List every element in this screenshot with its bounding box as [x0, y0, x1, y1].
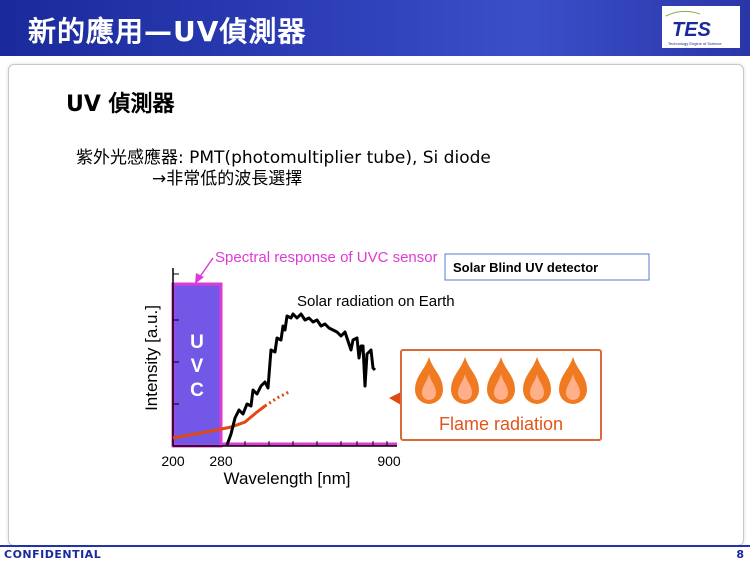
x-tick-200: 200 [161, 453, 185, 469]
content-panel [8, 64, 744, 546]
page-title: 新的應用—UV偵測器 [28, 15, 307, 48]
flame-icon [530, 374, 544, 400]
flame-curve-dotted [264, 390, 290, 408]
uvc-letter-c: C [190, 380, 204, 401]
x-ticks [244, 441, 388, 446]
tes-logo: TES Technology Engine of Science [662, 6, 740, 48]
detector-box [444, 253, 650, 281]
uv-spectrum-chart: U V C Flame radiation Spectral response [142, 249, 650, 488]
y-ticks [173, 273, 179, 405]
sensor-annotation-line [198, 257, 214, 279]
header-bar: 新的應用—UV偵測器 TES Technology Engine of Scie… [0, 0, 750, 56]
flame-label: Flame radiation [439, 414, 563, 434]
flame-icon [458, 374, 472, 400]
flame-icon [566, 374, 580, 400]
sensor-description: 紫外光感應器: PMT(photomultiplier tube), Si di… [76, 148, 491, 168]
x-tick-280: 280 [209, 453, 233, 469]
page-number: 8 [736, 548, 744, 561]
flame-icon [422, 374, 436, 400]
x-axis-label: Wavelength [nm] [224, 469, 351, 488]
flame-icon [494, 374, 508, 400]
logo-text: TES [672, 19, 712, 41]
sensor-annotation: Spectral response of UVC sensor [215, 249, 438, 266]
flame-icons [415, 357, 587, 404]
wave-arrow-head [389, 391, 403, 405]
logo-subtext: Technology Engine of Science [668, 41, 722, 46]
confidential-label: CONFIDENTIAL [4, 548, 102, 561]
uvc-letter-u: U [190, 332, 204, 353]
solar-annotation: Solar radiation on Earth [297, 293, 455, 310]
uvc-band [171, 282, 223, 448]
sensor-annotation-arrow [195, 273, 204, 284]
sensor-note: →非常低的波長選擇 [152, 169, 303, 189]
detector-label: Solar Blind UV detector [453, 260, 598, 275]
footer-divider [0, 545, 750, 547]
x-tick-900: 900 [377, 453, 401, 469]
y-axis-label: Intensity [a.u.] [142, 305, 161, 411]
uvc-letter-v: V [191, 356, 204, 377]
solar-curve [225, 312, 377, 446]
flame-curve [172, 404, 266, 440]
section-heading: UV 偵測器 [66, 92, 175, 117]
